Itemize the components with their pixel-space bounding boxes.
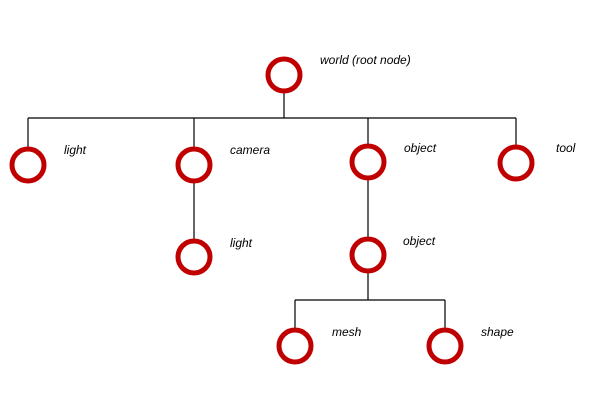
tree-node-mesh: mesh [276,325,362,365]
node-circle [175,238,213,276]
tree-node-tool: tool [497,141,576,182]
node-label: light [64,143,87,157]
node-label: object [403,234,436,248]
node-label: object [404,141,437,155]
tree-node-world: world (root node) [265,53,411,94]
node-label: world (root node) [320,53,411,67]
node-circle [9,146,47,184]
tree-node-camera: camera [175,143,270,184]
nodes-layer: world (root node) light camera object tool li… [9,53,576,365]
tree-node-object1: object [349,141,437,181]
node-label: camera [230,143,270,157]
node-label: shape [481,325,514,339]
node-label: tool [556,141,576,155]
node-circle [265,56,303,94]
node-circle [276,327,314,365]
tree-node-object2: object [349,234,436,274]
node-label: light [230,236,253,250]
edges-layer [27,91,517,330]
node-circle [175,146,213,184]
node-circle [426,327,464,365]
tree-node-light1: light [9,143,87,184]
tree-node-shape: shape [426,325,514,365]
node-circle [349,236,387,274]
node-circle [497,144,535,182]
node-label: mesh [332,325,362,339]
node-circle [349,143,387,181]
tree-node-light2: light [175,236,253,276]
